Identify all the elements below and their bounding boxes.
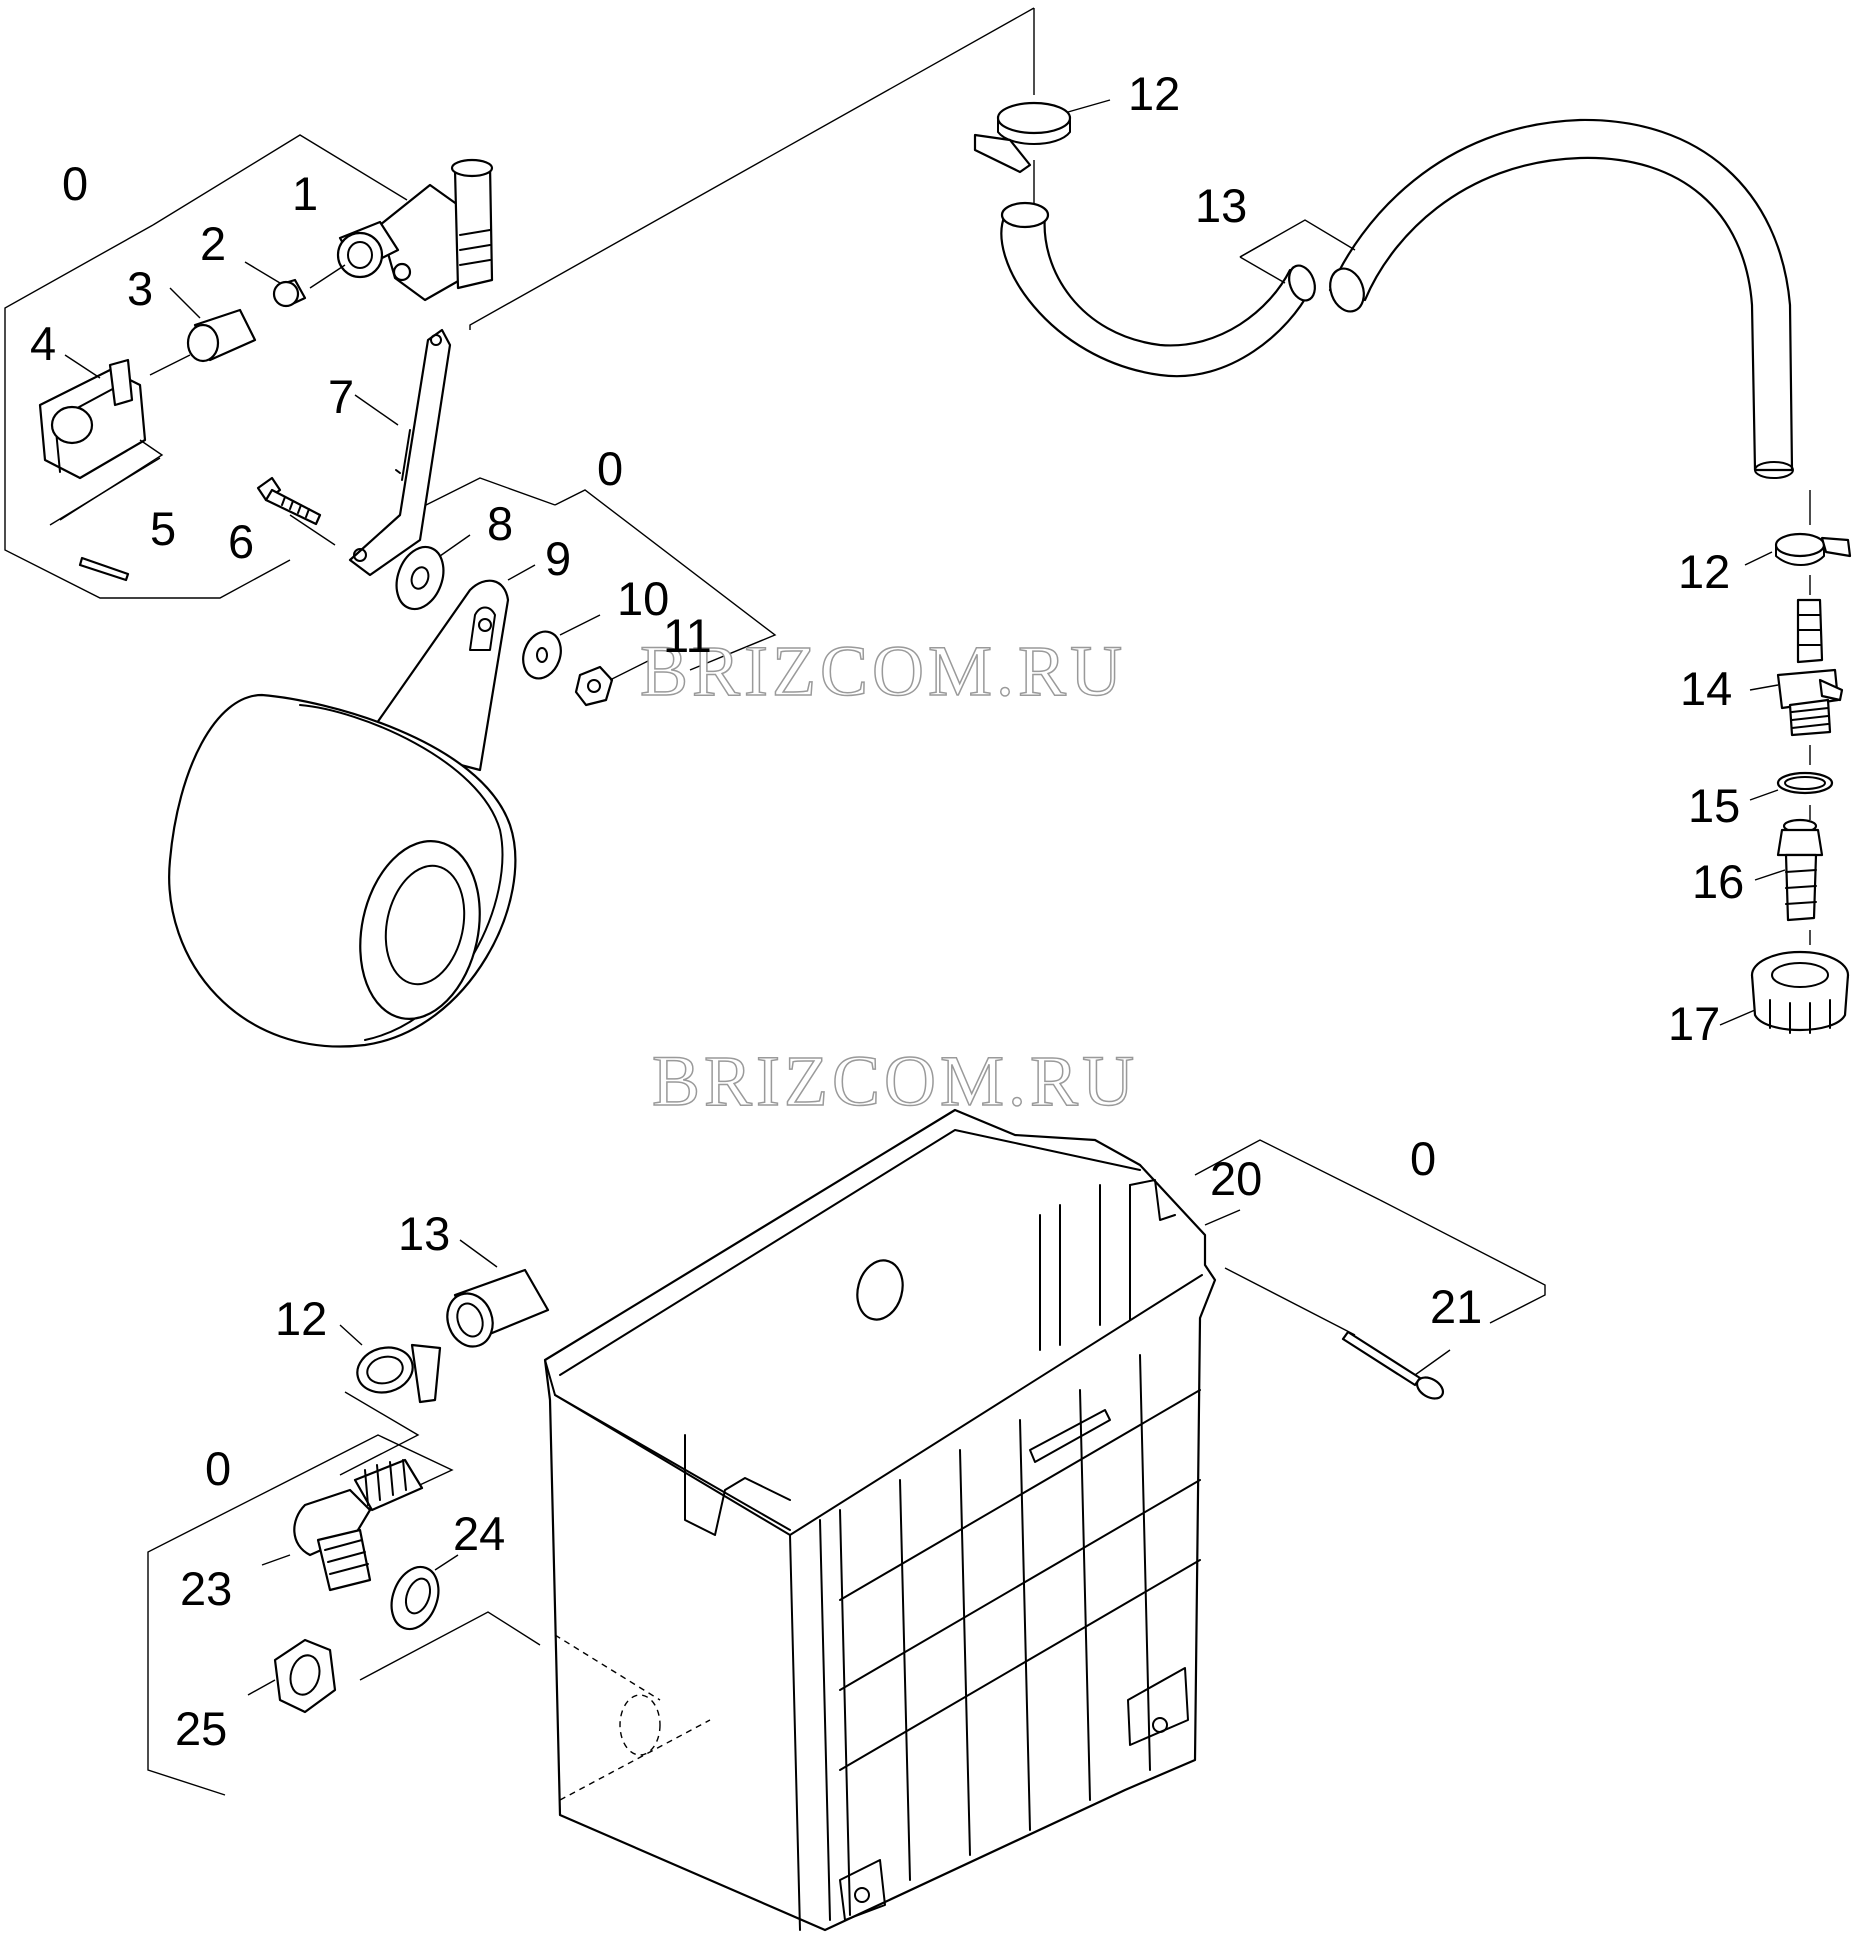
- callout-12-right: 12: [1678, 545, 1730, 598]
- callout-16: 16: [1692, 855, 1744, 908]
- callout-2: 2: [200, 217, 226, 270]
- part-7-lever-arm: [348, 328, 452, 577]
- callout-0-float-group: 0: [597, 442, 623, 495]
- part-12-hose-clamp-right: [1744, 532, 1852, 566]
- callout-14: 14: [1680, 662, 1732, 715]
- assembly-link-lines: [469, 7, 1811, 945]
- part-11-nut: [574, 659, 651, 707]
- part-15-o-ring: [1749, 771, 1834, 801]
- part-6-bolt: [256, 476, 336, 546]
- callout-1: 1: [292, 167, 318, 220]
- part-16-threaded-nipple: [1754, 818, 1824, 922]
- callout-6: 6: [228, 515, 254, 568]
- callout-4: 4: [30, 317, 56, 370]
- callout-10: 10: [617, 572, 669, 625]
- callout-13-bottom: 13: [398, 1207, 450, 1260]
- callout-17: 17: [1668, 997, 1720, 1050]
- part-4-coupling-block: [38, 354, 164, 521]
- watermark-upper: BRIZCOM.RU: [640, 631, 1126, 711]
- callout-21: 21: [1430, 1280, 1482, 1333]
- part-24-sealing-washer: [390, 1554, 459, 1631]
- part-23-elbow-fitting: [261, 1458, 424, 1592]
- part-13-hose-short: [446, 1239, 550, 1348]
- part-14-hose-connector: [1749, 598, 1844, 737]
- callout-24: 24: [453, 1507, 505, 1560]
- part-5-pin: [78, 556, 130, 582]
- callout-12-top: 12: [1128, 67, 1180, 120]
- part-17-union-nut: [1719, 950, 1850, 1034]
- part-9-float: [168, 564, 536, 1048]
- group-bracket-float: [409, 477, 777, 671]
- callout-11: 11: [663, 609, 712, 662]
- watermark-lower: BRIZCOM.RU: [652, 1041, 1138, 1121]
- part-20-tank: [543, 1108, 1241, 1932]
- callout-9: 9: [545, 532, 571, 585]
- callout-13-top: 13: [1195, 179, 1247, 232]
- callout-0-tank-group: 0: [1410, 1132, 1436, 1185]
- part-3-bushing: [149, 287, 257, 376]
- part-2-sleeve: [244, 261, 346, 308]
- callout-15: 15: [1688, 779, 1740, 832]
- callout-3: 3: [127, 262, 153, 315]
- callout-25: 25: [175, 1702, 227, 1755]
- part-25-lock-nut: [247, 1638, 337, 1714]
- callout-23: 23: [180, 1562, 232, 1615]
- callout-20: 20: [1210, 1152, 1262, 1205]
- part-8-star-washer: [395, 534, 471, 611]
- part-12-hose-clamp-bottom: [339, 1324, 442, 1404]
- part-1-valve-body: [336, 158, 494, 302]
- part-21-cotter-pin: [1341, 1330, 1451, 1400]
- callout-12-bottom: 12: [275, 1292, 327, 1345]
- part-13-hose-long: [1000, 118, 1794, 479]
- part-10-washer: [522, 614, 601, 680]
- callout-0-fitting-group: 0: [205, 1442, 231, 1495]
- part-12-hose-clamp-top: [973, 99, 1111, 174]
- callout-8: 8: [487, 497, 513, 550]
- callout-7: 7: [328, 370, 354, 423]
- group-bracket-tank: [1194, 1139, 1546, 1336]
- callout-5: 5: [150, 502, 176, 555]
- callout-0-valve-group: 0: [62, 157, 88, 210]
